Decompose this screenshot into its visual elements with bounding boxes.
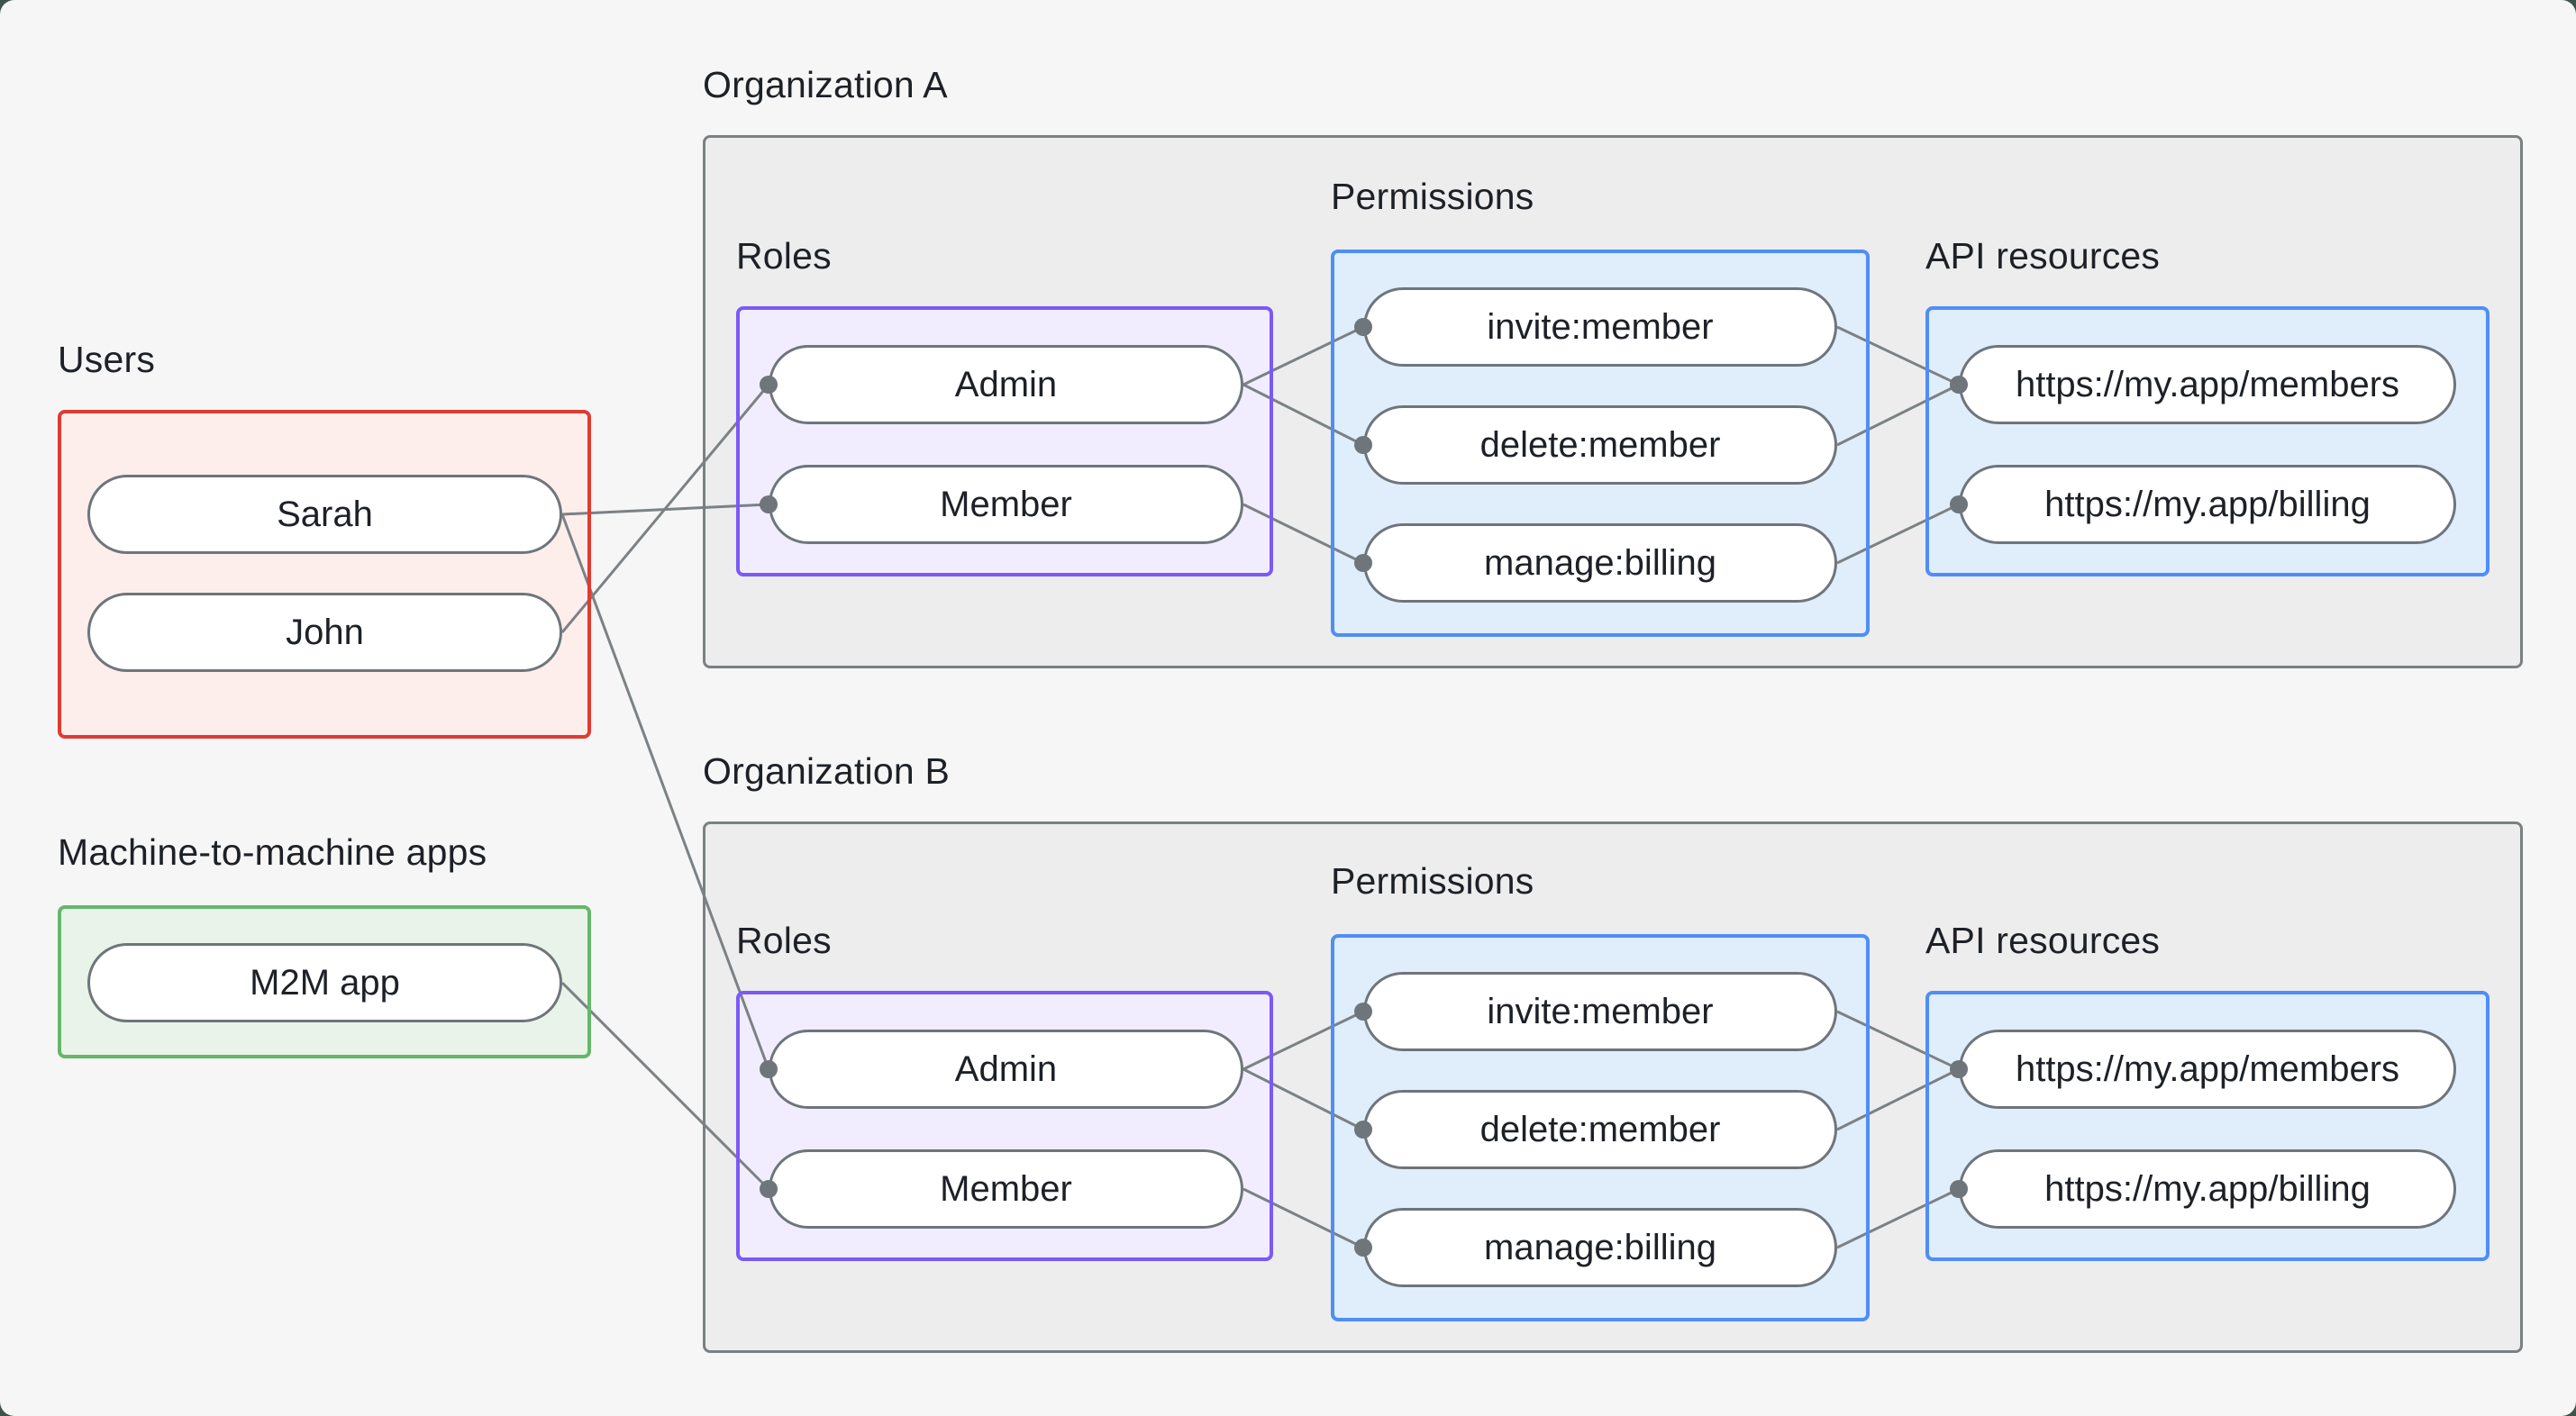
org-b-permissions-box <box>1331 934 1870 1321</box>
org-a-permissions-box <box>1331 250 1870 637</box>
org-b-api-box <box>1925 991 2490 1261</box>
org-a-api-box <box>1925 306 2490 576</box>
org-b-title: Organization B <box>703 750 951 792</box>
m2m-apps-title: Machine-to-machine apps <box>58 831 487 873</box>
org-a-roles-box <box>736 306 1273 576</box>
m2m-apps-box <box>58 905 591 1058</box>
users-title: Users <box>58 339 156 380</box>
org-b-roles-box <box>736 991 1273 1261</box>
users-box <box>58 410 591 739</box>
org-a-title: Organization A <box>703 64 948 105</box>
